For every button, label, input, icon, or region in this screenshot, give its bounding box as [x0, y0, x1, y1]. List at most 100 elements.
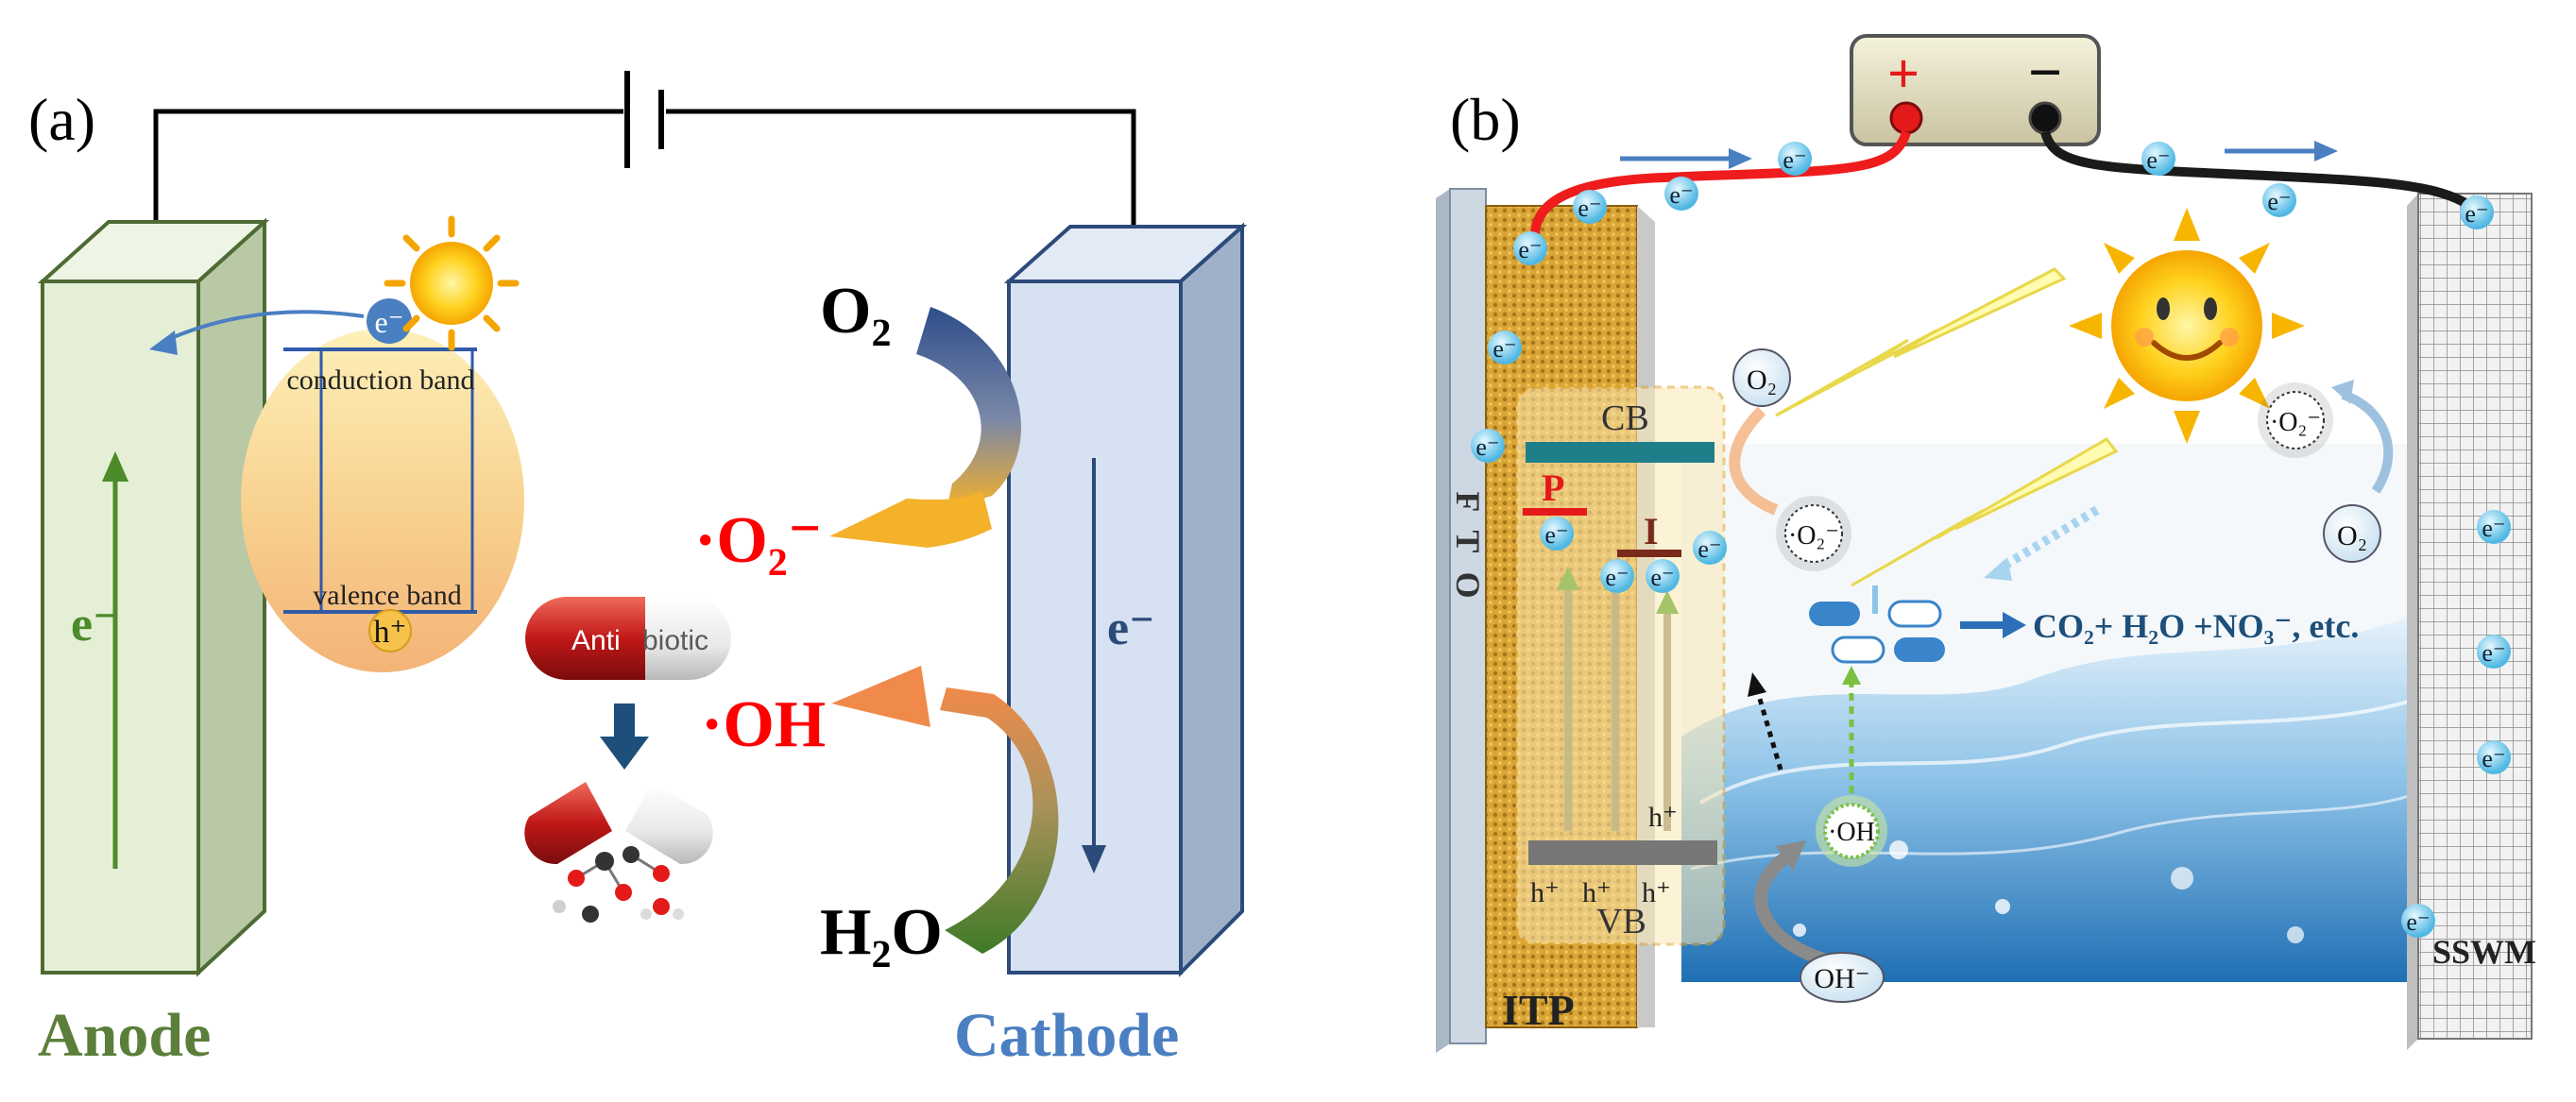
svg-text:·O₂⁻: ·O₂⁻	[1788, 521, 1839, 551]
light-rays	[1775, 267, 2119, 587]
o2-bubble-right: O₂	[2323, 504, 2381, 563]
svg-text:e⁻: e⁻	[1578, 195, 1601, 222]
electron-transfer-arrow	[149, 331, 178, 355]
electron-17: e⁻	[2401, 904, 2435, 938]
hydroxyl-radical-b: ·OH	[1816, 795, 1887, 867]
electron-circle	[367, 298, 412, 344]
electron-11: e⁻	[1600, 559, 1634, 593]
svg-text:e⁻: e⁻	[1605, 564, 1629, 591]
electron-7: e⁻	[2460, 195, 2494, 229]
electron-2: e⁻	[1573, 190, 1607, 224]
svg-text:e⁻: e⁻	[2267, 188, 2291, 215]
electron-15: e⁻	[2477, 635, 2511, 669]
p-label: P	[1542, 466, 1564, 509]
electron-6: e⁻	[2262, 183, 2296, 217]
power-supply: + −	[1850, 34, 2101, 146]
electrons: e⁻ e⁻ e⁻ e⁻ e⁻ e⁻ e⁻ e⁻ e⁻ e⁻ e⁻ e⁻ e⁻ e…	[1471, 142, 2511, 938]
svg-text:e⁻: e⁻	[1650, 564, 1674, 591]
svg-text:e⁻: e⁻	[1697, 535, 1721, 563]
conduction-band-label: conduction band	[286, 365, 474, 396]
band-structure: CB P I VB h⁺ h⁺ h⁺ h⁺	[1514, 385, 1726, 946]
o2-reduction-arrow-left	[1729, 406, 1779, 516]
svg-text:e⁻: e⁻	[2406, 908, 2430, 936]
hole-1: h⁺	[1530, 877, 1560, 908]
cathode-sswm: SSWM	[2407, 193, 2536, 1050]
svg-text:e⁻: e⁻	[1518, 236, 1542, 263]
plus-sign: +	[1887, 42, 1919, 105]
i-label: I	[1644, 510, 1659, 552]
antibiotic-molecule	[1809, 585, 1945, 664]
superoxide-radical-left: ·O₂⁻	[1776, 496, 1851, 571]
o2-reduction-arrow-right	[2341, 390, 2394, 494]
anode-electron-label: e⁻	[71, 598, 119, 652]
itp-label: ITP	[1502, 986, 1575, 1034]
anode-label: Anode	[38, 1001, 211, 1070]
photocatalyst-particle: conduction band valence band h⁺ e⁻	[149, 298, 524, 672]
svg-text:O₂: O₂	[2337, 520, 2367, 551]
molecule-fragments	[553, 846, 684, 923]
electron-12: e⁻	[1646, 559, 1680, 593]
hole-3: h⁺	[1642, 877, 1671, 908]
valence-band-label: valence band	[313, 580, 461, 611]
positive-wire	[1530, 130, 1911, 237]
hole-2: h⁺	[1582, 877, 1612, 908]
svg-text:e⁻: e⁻	[1783, 146, 1806, 174]
svg-text:e⁻: e⁻	[2482, 745, 2505, 772]
svg-text:·O₂⁻: ·O₂⁻	[2270, 408, 2321, 437]
oh-oxidation-arrow	[1754, 849, 1839, 970]
cathode-wire	[666, 109, 1136, 250]
svg-text:OH⁻: OH⁻	[1814, 963, 1869, 994]
cathode-electron-label: e⁻	[1107, 602, 1155, 655]
superoxide-label: ·O₂⁻	[694, 504, 823, 577]
light-beam	[2000, 505, 2100, 571]
panel-b: (b) F T O ITP CB P	[1436, 34, 2536, 1053]
electron-14: e⁻	[2477, 510, 2511, 544]
sun-electron-label: e⁻	[374, 305, 403, 339]
vb-bar	[1528, 840, 1717, 865]
hole-circle	[368, 609, 412, 653]
electron-4: e⁻	[1513, 231, 1547, 265]
cb-label: CB	[1601, 398, 1649, 438]
o2-bubble-left: O₂	[1732, 348, 1791, 407]
electron-9: e⁻	[1471, 429, 1505, 463]
svg-text:e⁻: e⁻	[1476, 433, 1499, 461]
vb-label: VB	[1596, 902, 1646, 941]
o2-to-superoxide-arrow	[916, 307, 1021, 510]
fto-label: F T O	[1449, 491, 1487, 603]
svg-text:O₂: O₂	[1747, 365, 1777, 396]
panel-a-label: (a)	[28, 86, 95, 153]
electron-10: e⁻	[1540, 517, 1574, 551]
electron-flow-arrow-left	[1729, 148, 1752, 169]
anode-electrode: e⁻	[37, 217, 270, 977]
sun-icon	[384, 215, 520, 351]
h2o-to-hydroxyl-arrow	[940, 687, 1059, 954]
cb-bar	[1526, 442, 1714, 463]
hydroxyl-label: ·OH	[701, 688, 826, 761]
svg-text:·OH: ·OH	[1828, 818, 1875, 847]
p-level	[1523, 508, 1587, 516]
negative-terminal	[2028, 101, 2062, 135]
svg-text:e⁻: e⁻	[2146, 146, 2170, 174]
antibiotic-capsule: Anti biotic	[525, 597, 731, 680]
degradation-arrow	[614, 704, 635, 739]
sun-icon-smiley	[2069, 208, 2305, 444]
hydroxide-bubble: OH⁻	[1800, 952, 1885, 1003]
capsule-text-2: biotic	[642, 625, 708, 656]
svg-text:e⁻: e⁻	[1544, 521, 1568, 549]
superoxide-radical-right: ·O₂⁻	[2258, 382, 2333, 458]
electron-5: e⁻	[2141, 142, 2175, 176]
electron-flow-arrow-right	[2314, 141, 2338, 161]
svg-text:e⁻: e⁻	[1493, 335, 1516, 363]
svg-text:e⁻: e⁻	[1669, 181, 1693, 209]
anode-wire	[153, 109, 623, 250]
degraded-capsule	[524, 782, 713, 923]
electron-13: e⁻	[1693, 531, 1727, 565]
svg-text:e⁻: e⁻	[2465, 200, 2488, 228]
electron-8: e⁻	[1488, 331, 1522, 365]
h2o-label: H₂O	[820, 896, 943, 969]
electron-1: e⁻	[1778, 142, 1812, 176]
negative-wire	[2040, 130, 2473, 211]
o2-label: O₂	[820, 275, 891, 348]
